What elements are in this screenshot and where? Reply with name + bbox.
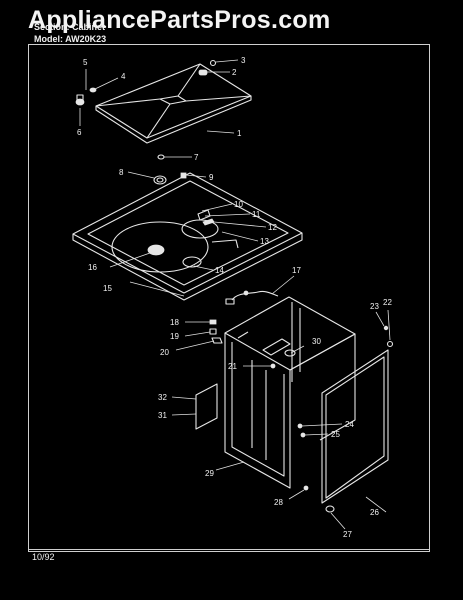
- wire-harness-part: [225, 290, 279, 305]
- callout-25: 25: [331, 430, 340, 439]
- lid-part: [95, 63, 252, 144]
- callout-20: 20: [160, 348, 169, 357]
- callout-5: 5: [83, 58, 88, 67]
- callout-29: 29: [205, 469, 214, 478]
- cabinet-fasteners: [209, 319, 394, 513]
- callout-24: 24: [345, 420, 354, 429]
- callout-31: 31: [158, 411, 167, 420]
- callout-9: 9: [209, 173, 214, 182]
- cabinet-part: [224, 296, 356, 489]
- callout-7: 7: [194, 153, 199, 162]
- callout-18: 18: [170, 318, 179, 327]
- callout-22: 22: [383, 298, 392, 307]
- callout-23: 23: [370, 302, 379, 311]
- lid-hinge-hardware: [75, 59, 217, 160]
- callout-3: 3: [241, 56, 246, 65]
- callout-10: 10: [234, 200, 243, 209]
- callout-21: 21: [228, 362, 237, 371]
- callout-19: 19: [170, 332, 179, 341]
- diagram-border: [28, 44, 430, 552]
- model-label: Model: AW20K23: [34, 34, 107, 44]
- callout-leaders: [79, 59, 391, 530]
- callout-27: 27: [343, 530, 352, 539]
- callout-13: 13: [260, 237, 269, 246]
- callout-4: 4: [121, 72, 126, 81]
- callout-14: 14: [215, 266, 224, 275]
- callout-15: 15: [103, 284, 112, 293]
- callout-32: 32: [158, 393, 167, 402]
- callout-30: 30: [312, 337, 321, 346]
- callout-6: 6: [77, 128, 82, 137]
- footer-rule: [28, 549, 430, 550]
- callout-8: 8: [119, 168, 124, 177]
- callout-26: 26: [370, 508, 379, 517]
- section-label: Section: Cabinet: [34, 22, 106, 32]
- callout-12: 12: [268, 223, 277, 232]
- callout-1: 1: [237, 129, 242, 138]
- access-cover-part: [195, 383, 218, 430]
- callout-11: 11: [252, 210, 261, 219]
- callout-16: 16: [88, 263, 97, 272]
- callout-17: 17: [292, 266, 301, 275]
- revision-date: 10/92: [32, 552, 55, 562]
- callout-28: 28: [274, 498, 283, 507]
- callout-2: 2: [232, 68, 237, 77]
- callout-numbers: 1 2 3 4 5 6 7 8 9 10 11 12 13 14 15 16 1…: [77, 56, 392, 539]
- side-panel-part: [321, 349, 389, 504]
- site-watermark: AppliancePartsPros.com: [28, 6, 331, 34]
